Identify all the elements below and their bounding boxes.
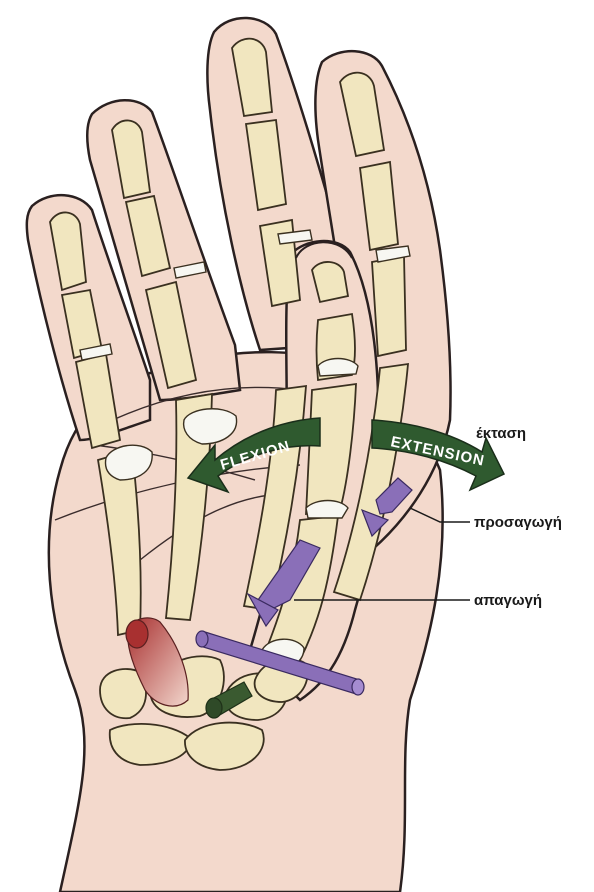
ektasi-label: έκταση: [476, 425, 526, 442]
prosagogi-label: προσαγωγή: [474, 514, 562, 531]
apagogi-label: απαγωγή: [474, 592, 542, 609]
